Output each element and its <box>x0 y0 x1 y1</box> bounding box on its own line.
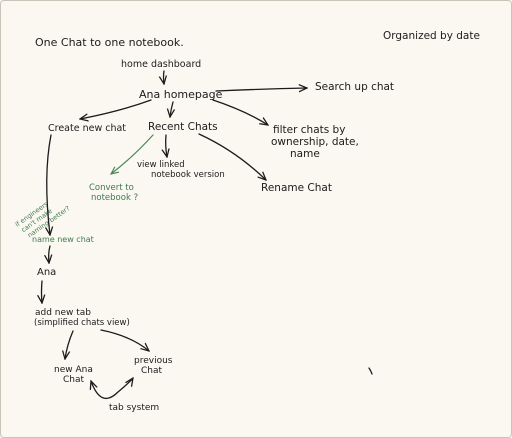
arrow-create-to-name <box>47 134 51 235</box>
name-new-chat-node: name new chat <box>32 235 94 244</box>
create-new-chat-node: Create new chat <box>48 123 126 134</box>
home-dashboard-node: home dashboard <box>121 59 201 70</box>
convert-notebook-note-line-2: notebook ? <box>91 193 138 203</box>
filter-chats-line-2: ownership, date, <box>271 136 359 148</box>
search-chat-node: Search up chat <box>315 81 394 93</box>
filter-chats-line-1: filter chats by <box>273 124 345 136</box>
new-ana-chat-line-2: Chat <box>63 375 85 385</box>
organized-by-date-note: Organized by date <box>383 30 480 42</box>
filter-chats-line-3: name <box>290 148 320 160</box>
arrow-recent-to-rename <box>198 133 266 180</box>
arrow-recent-to-convert <box>111 134 154 174</box>
tab-system-node: tab system <box>109 403 159 413</box>
arrow-recent-to-view-linked <box>166 134 167 157</box>
arrow-homepage-to-create <box>80 99 152 119</box>
arrow-add-tab-to-previous <box>100 329 149 351</box>
convert-notebook-note-line-1: Convert to <box>89 183 134 193</box>
arrow-homepage-to-filter <box>212 99 268 125</box>
arrow-ana-to-add-tab <box>42 280 43 303</box>
add-new-tab-line-1: add new tab <box>35 308 91 318</box>
stray-pen-mark <box>368 367 373 375</box>
previous-chat-line-2: Chat <box>141 366 163 376</box>
diagram-title: One Chat to one notebook. <box>35 36 184 49</box>
recent-chats-node: Recent Chats <box>148 121 218 133</box>
arrow-homepage-to-search <box>215 88 307 91</box>
view-linked-line-2: notebook version <box>151 170 225 180</box>
arrow-home-to-ana-homepage <box>164 70 165 84</box>
arrow-name-to-ana <box>49 245 50 263</box>
arrow-add-tab-to-new-chat <box>65 330 74 359</box>
view-linked-line-1: view linked <box>137 160 185 170</box>
ana-node: Ana <box>37 267 56 278</box>
new-ana-chat-line-1: new Ana <box>54 365 93 375</box>
arrow-homepage-to-recent <box>170 101 173 117</box>
arrow-tab-system-loop <box>91 378 133 400</box>
ana-homepage-node: Ana homepage <box>139 88 223 101</box>
previous-chat-line-1: previous <box>134 356 173 366</box>
rename-chat-node: Rename Chat <box>261 182 332 194</box>
add-new-tab-line-2: (simplified chats view) <box>34 318 130 328</box>
